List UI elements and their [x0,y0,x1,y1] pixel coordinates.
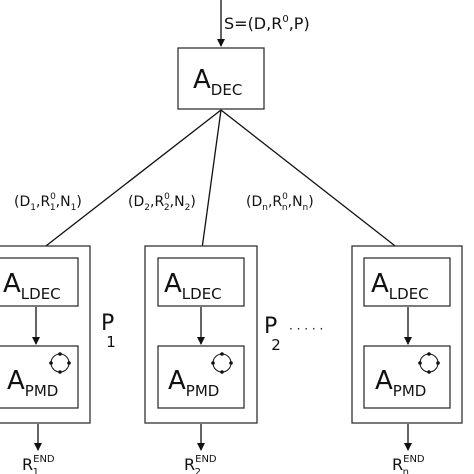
decomposer-box [177,47,265,110]
ldec-label: ALDEC [371,269,429,303]
edge-to-processor-n [220,109,409,257]
pmd-box [0,345,79,409]
edge-to-processor-2 [197,109,222,257]
ldec-box [363,257,451,307]
pmd-box [157,345,245,409]
ldec-label: ALDEC [164,269,222,303]
pmd-label: APMD [375,366,426,400]
ellipsis: · · · · · [289,322,323,336]
decomposer-label: ADEC [193,65,242,99]
pmd-label: APMD [168,366,219,400]
ldec-label: ALDEC [3,269,61,303]
ldec-box [157,257,245,307]
cycle-icon [49,352,71,374]
cycle-icon [211,352,233,374]
input-label: S=(D,R0,P) [224,14,310,33]
ldec-box [0,257,79,307]
cycle-icon [418,352,440,374]
pmd-label: APMD [7,366,58,400]
edge-to-processor-1 [32,109,222,257]
